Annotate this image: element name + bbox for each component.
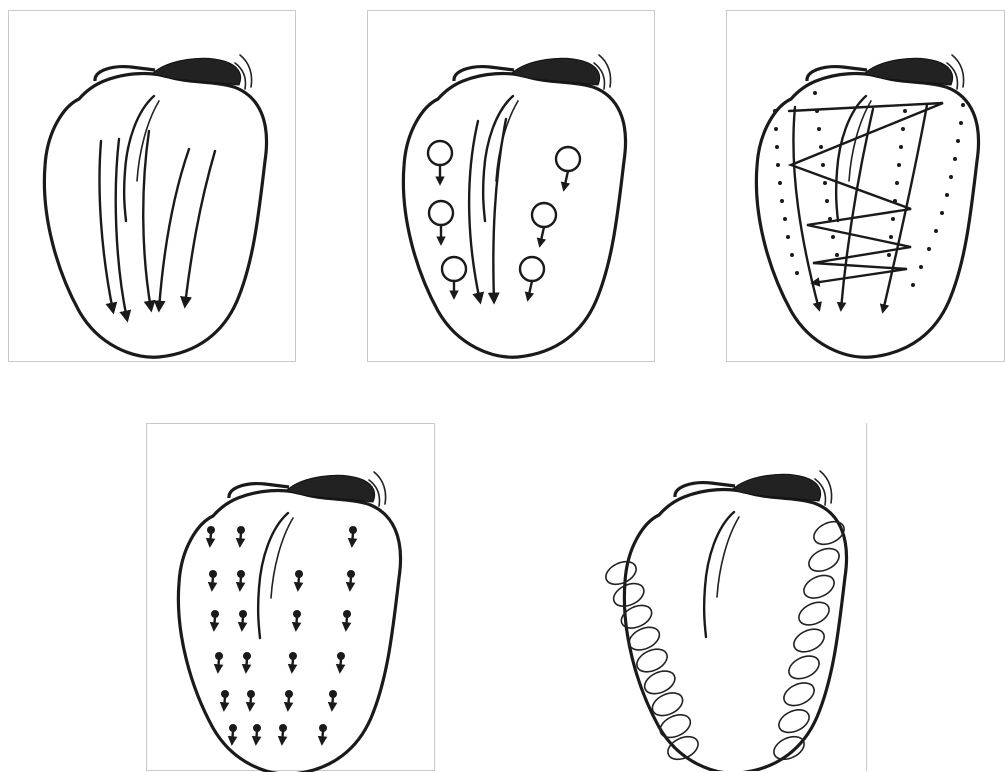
pin-arrow (211, 610, 219, 629)
pin-arrow (229, 724, 237, 743)
spiral-loop (795, 598, 832, 630)
spiral-loop (770, 732, 807, 764)
zigzag-path (789, 103, 943, 283)
pin-arrow (237, 526, 245, 545)
pin-arrow (221, 690, 229, 709)
pin-arrow (329, 690, 337, 709)
vertical-arrow-3 (883, 105, 927, 311)
pin-arrow (349, 526, 357, 545)
pin-arrow (207, 526, 215, 545)
pin-arrow (337, 652, 345, 671)
pin-arrow (243, 652, 251, 671)
panel-spiral-loops (585, 423, 867, 771)
pin-arrow (253, 724, 261, 743)
pin-arrow (285, 690, 293, 709)
arrow-2 (493, 119, 506, 301)
pin-arrow (279, 724, 287, 743)
pin-arrow (237, 570, 245, 589)
arrow-3 (143, 131, 151, 309)
pin-arrow-grid (207, 526, 357, 743)
pin-arrow (319, 724, 327, 743)
spiral-loop (790, 625, 827, 657)
pin-arrow (295, 570, 303, 589)
circle-markers (428, 141, 580, 299)
spiral-loop (780, 678, 817, 710)
spiral-loop (785, 652, 822, 684)
dotted-lines (773, 91, 965, 287)
pin-arrow (239, 610, 247, 629)
pin-arrow (247, 690, 255, 709)
organ-diagram-5 (585, 423, 867, 771)
spiral-loop (805, 544, 842, 576)
panel-longitudinal-strokes (8, 10, 296, 362)
spiral-loop (800, 571, 837, 603)
panel-strokes-with-circles (367, 10, 655, 362)
arrow-1 (469, 121, 480, 301)
pin-arrow (293, 610, 301, 629)
arrow-1 (100, 141, 114, 311)
pin-arrow (343, 610, 351, 629)
pin-arrow (347, 570, 355, 589)
arrow-5 (185, 151, 215, 305)
organ-diagram-4 (147, 424, 436, 772)
pin-arrow (289, 652, 297, 671)
arrow-4 (159, 149, 189, 309)
organ-diagram-3 (727, 11, 1005, 363)
pin-arrow (209, 570, 217, 589)
organ-diagram-1 (9, 11, 297, 363)
vertical-arrow-1 (793, 107, 819, 309)
panel-zigzag-strokes (726, 10, 1005, 362)
panel-pin-arrows (146, 423, 435, 771)
organ-diagram-2 (368, 11, 656, 363)
pin-arrow (215, 652, 223, 671)
